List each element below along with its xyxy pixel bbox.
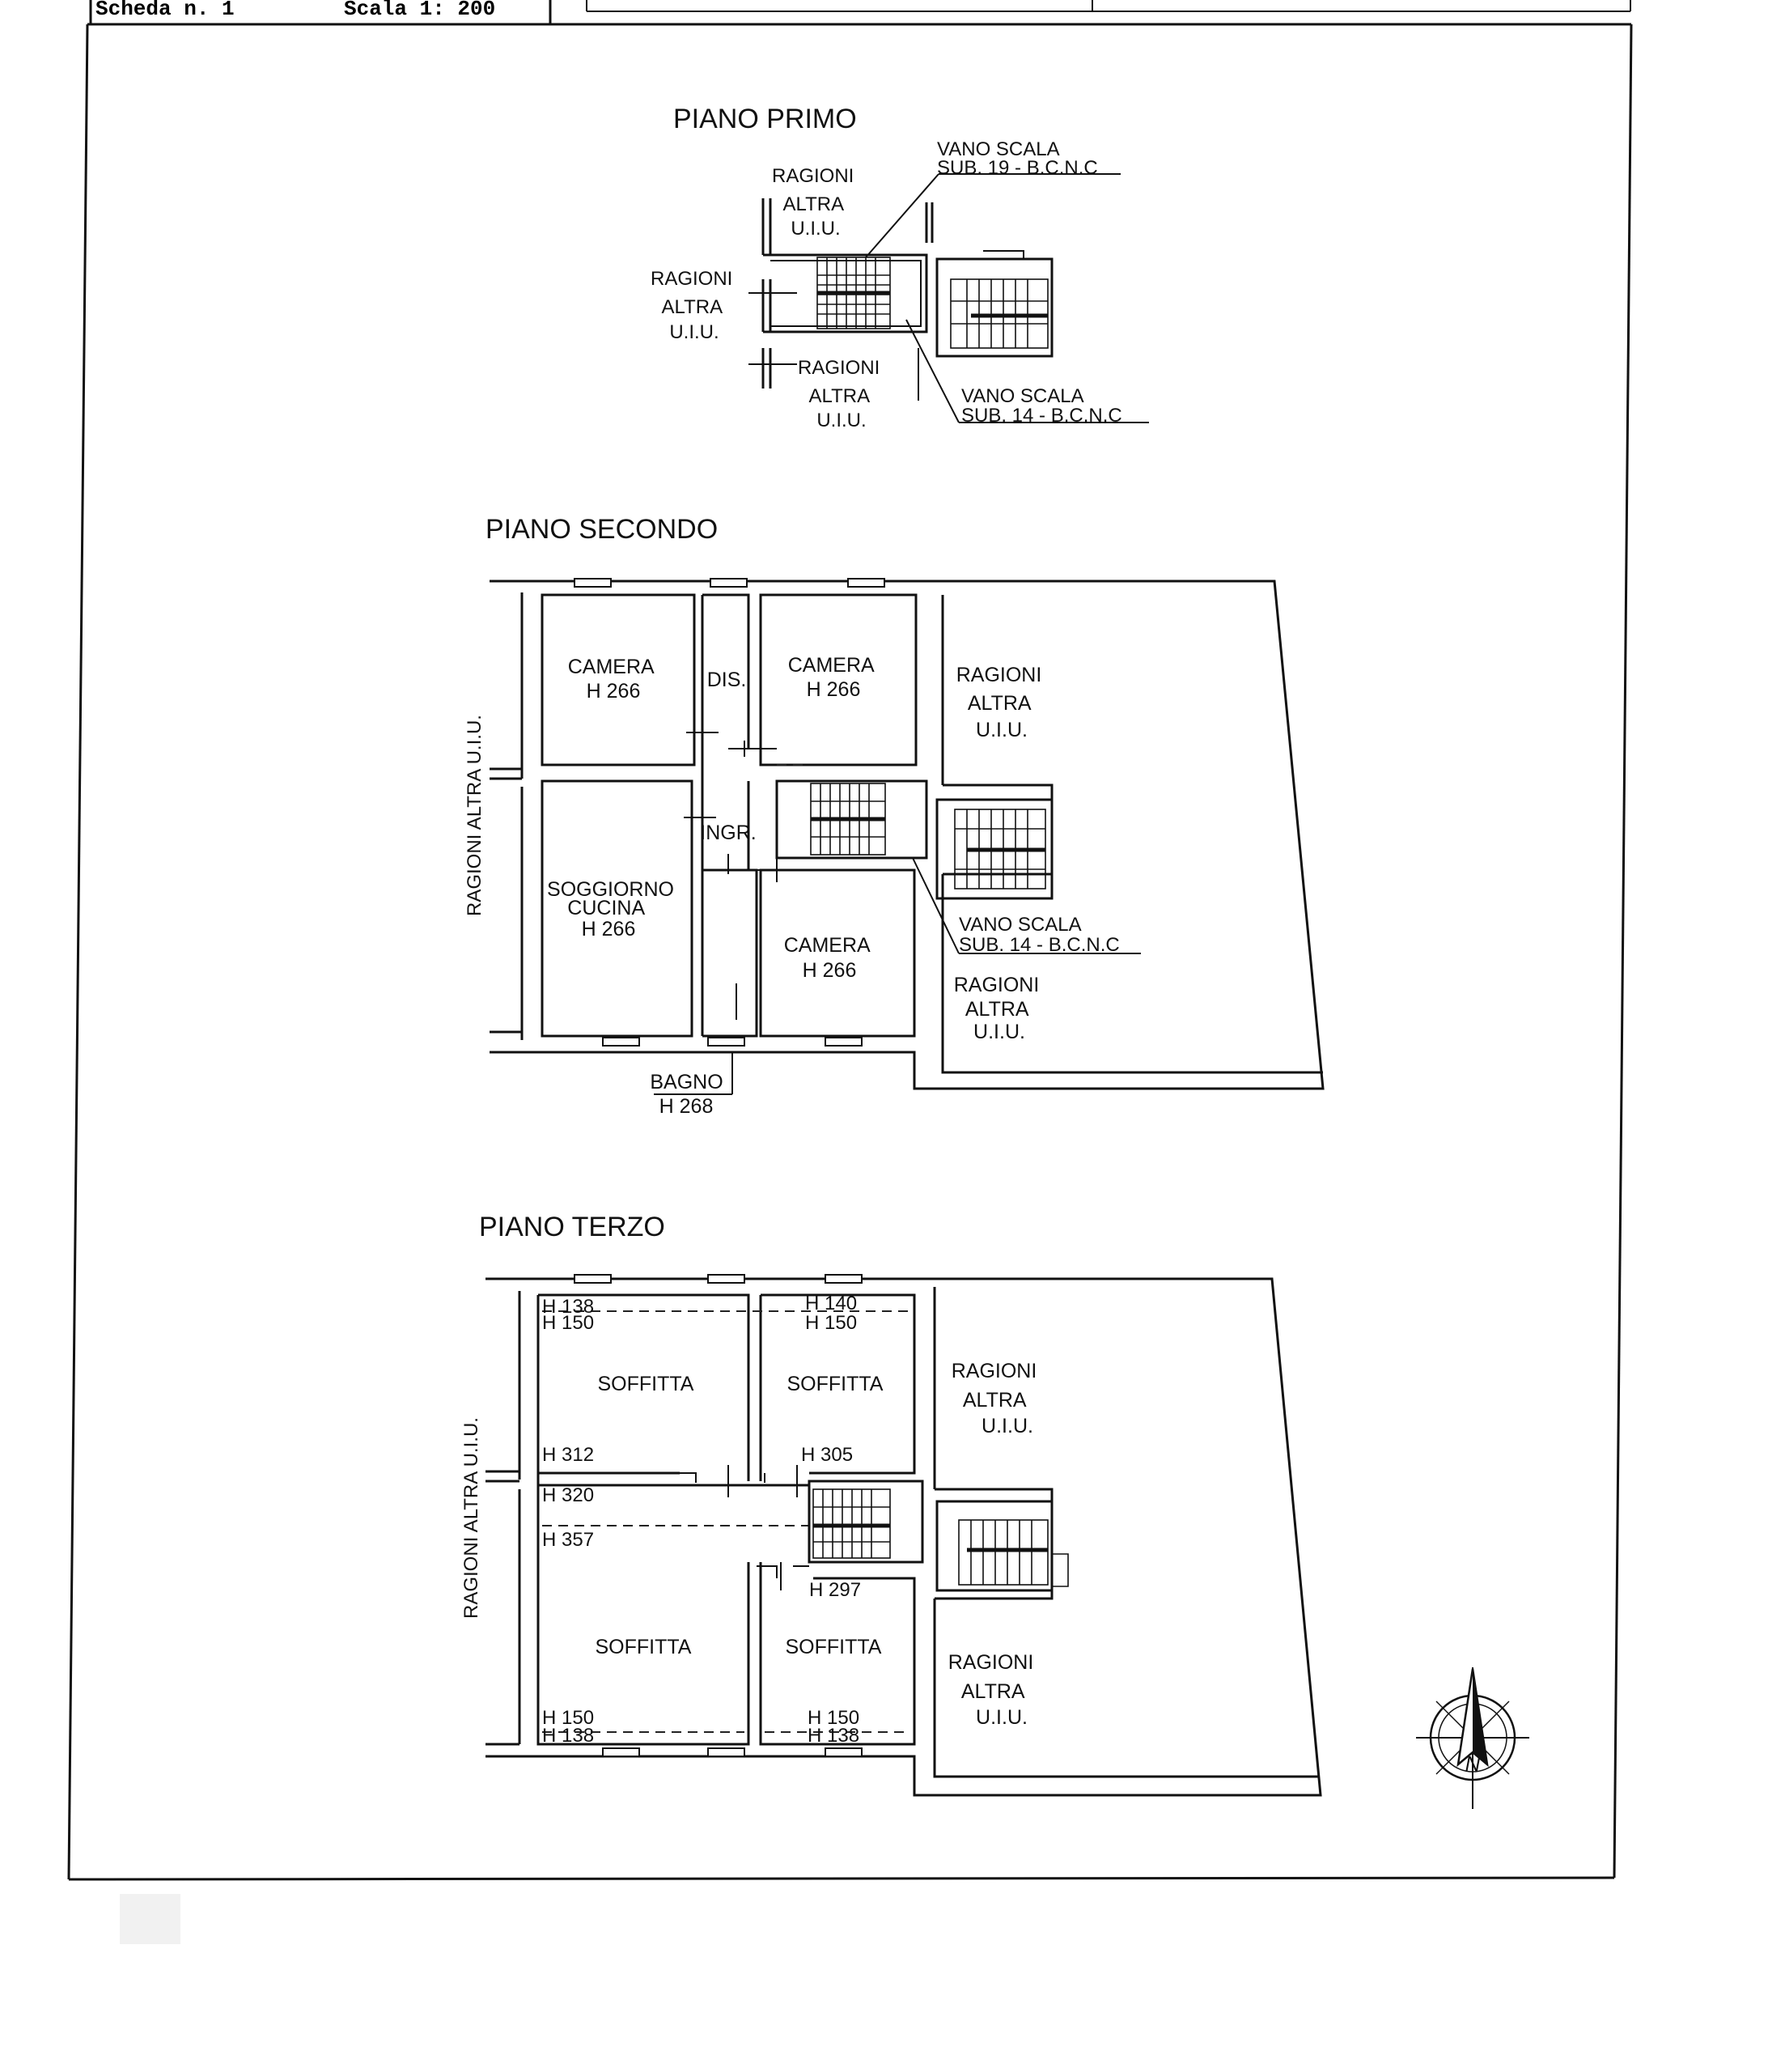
secondo-ingr: INGR. — [700, 822, 756, 844]
secondo-ragioni-bottom: RAGIONI ALTRA U.I.U. — [954, 974, 1045, 1043]
north-letter: N — [1465, 1751, 1481, 1776]
stair-terzo-right — [935, 1500, 1069, 1592]
scheda-label: Scheda n. 1 — [95, 0, 235, 21]
primo-ragioni-left: RAGIONI ALTRA U.I.U. — [651, 268, 738, 343]
terzo-soffitta-3: SOFFITTA — [596, 1636, 692, 1658]
piano-primo-title: PIANO PRIMO — [673, 104, 857, 134]
terzo-h140-tr: H 140 — [805, 1293, 857, 1314]
terzo-h312: H 312 — [542, 1444, 594, 1466]
terzo-h297: H 297 — [809, 1579, 861, 1601]
faint-smudge — [120, 1894, 180, 1944]
piano-terzo-title: PIANO TERZO — [479, 1212, 665, 1242]
secondo-soggiorno: SOGGIORNO CUCINA H 266 — [547, 878, 680, 940]
piano-secondo: PIANO SECONDO — [464, 514, 1325, 1118]
north-compass-icon: N — [1416, 1667, 1529, 1809]
terzo-h138-tl: H 138 — [542, 1296, 594, 1318]
secondo-bagno: BAGNO H 268 — [650, 1071, 728, 1118]
terzo-soffitta-2: SOFFITTA — [787, 1373, 884, 1395]
stair-sub14-primo — [935, 250, 1054, 358]
stair-secondo-main — [810, 783, 886, 856]
terzo-h150-tr: H 150 — [805, 1312, 857, 1334]
terzo-soffitta-4: SOFFITTA — [786, 1636, 882, 1658]
secondo-vano-scala: VANO SCALA SUB. 14 - B.C.N.C — [959, 914, 1120, 956]
secondo-camera-2: CAMERA H 266 — [788, 654, 880, 701]
primo-ragioni-bottom: RAGIONI ALTRA U.I.U. — [798, 357, 885, 431]
stair-sub19 — [816, 257, 891, 329]
main-frame — [67, 23, 1633, 1944]
terzo-ragioni-bottom: RAGIONI ALTRA U.I.U. — [948, 1651, 1040, 1729]
windows-terzo — [574, 1274, 863, 1757]
secondo-camera-1: CAMERA H 266 — [568, 656, 659, 703]
primo-ragioni-top: RAGIONI ALTRA U.I.U. — [772, 165, 859, 240]
piano-secondo-title: PIANO SECONDO — [485, 514, 718, 545]
terzo-h138-br: H 138 — [808, 1725, 859, 1747]
secondo-camera-3: CAMERA H 266 — [784, 934, 876, 982]
terzo-h138-bl: H 138 — [542, 1725, 594, 1747]
terzo-h150-tl: H 150 — [542, 1312, 594, 1334]
stair-secondo-sub14 — [935, 798, 1054, 900]
primo-vano-scala-19: VANO SCALA SUB. 19 - B.C.N.C — [937, 138, 1098, 179]
terzo-side-label: RAGIONI ALTRA U.I.U. — [460, 1417, 482, 1619]
terzo-h150-bl: H 150 — [542, 1707, 594, 1729]
secondo-dis: DIS. — [707, 669, 747, 691]
terzo-h150-br: H 150 — [808, 1707, 859, 1729]
terzo-h357: H 357 — [542, 1529, 594, 1551]
stair-terzo-main — [808, 1480, 924, 1564]
terzo-h305: H 305 — [801, 1444, 853, 1466]
terzo-ragioni-top: RAGIONI ALTRA U.I.U. — [952, 1360, 1043, 1437]
scala-label: Scala 1: 200 — [344, 0, 495, 21]
secondo-ragioni-top: RAGIONI ALTRA U.I.U. — [956, 664, 1048, 741]
primo-vano-scala-14: VANO SCALA SUB. 14 - B.C.N.C — [961, 385, 1122, 427]
terzo-soffitta-1: SOFFITTA — [598, 1373, 694, 1395]
windows-secondo — [574, 578, 885, 1047]
secondo-side-label: RAGIONI ALTRA U.I.U. — [464, 715, 485, 916]
piano-primo: PIANO PRIMO RAGIONI ALTRA — [651, 104, 1149, 431]
piano-terzo: PIANO TERZO — [460, 1212, 1322, 1797]
terzo-h320: H 320 — [542, 1484, 594, 1506]
header-strip: Scheda n. 1 Scala 1: 200 — [89, 0, 1631, 26]
